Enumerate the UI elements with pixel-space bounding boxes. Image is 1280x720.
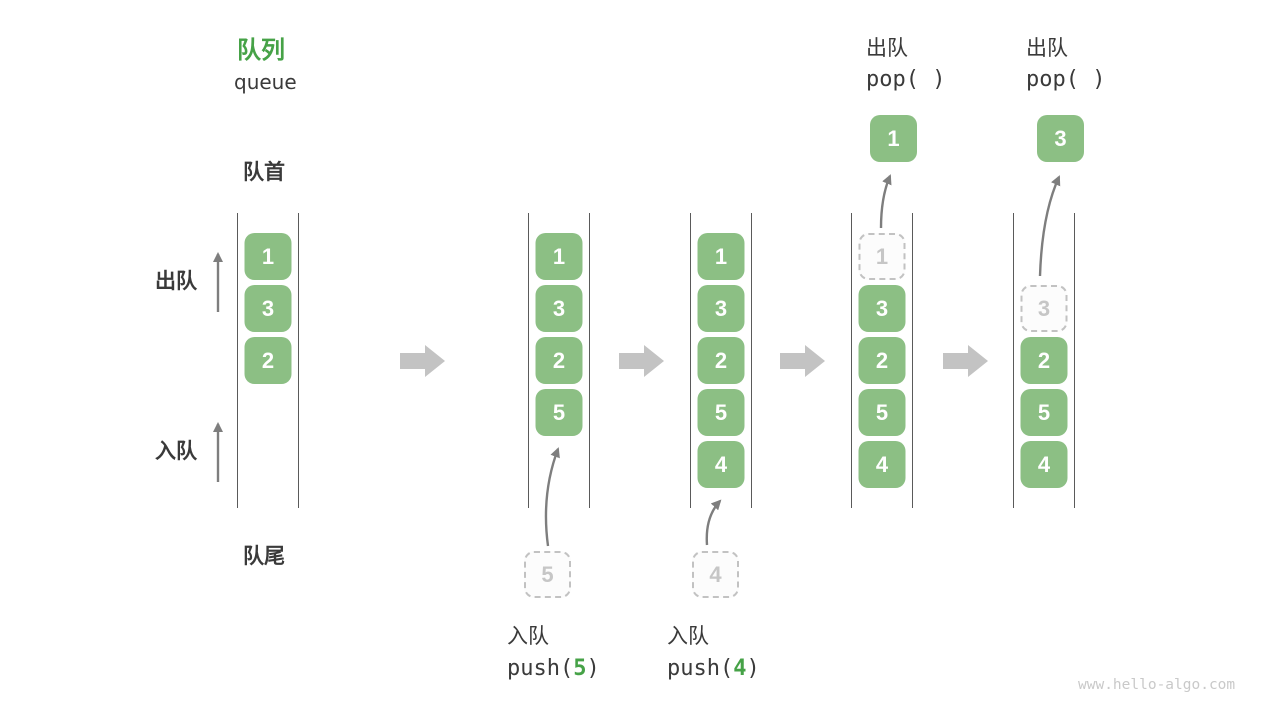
queue-item: 5 (535, 389, 583, 436)
watermark: www.hello-algo.com (1078, 677, 1236, 693)
queue-item: 2 (858, 337, 906, 384)
queue-item: 3 (535, 285, 583, 332)
label-queue-rear: 队尾 (243, 544, 285, 568)
queue-state-2: 1 3 2 5 (528, 213, 590, 508)
label-queue-front: 队首 (243, 160, 285, 184)
queue-item: 2 (244, 337, 292, 384)
queue-state-3: 1 3 2 5 4 (690, 213, 752, 508)
push4-arg: 4 (733, 656, 747, 681)
pop3-code: pop( ) (1026, 67, 1106, 92)
queue-item: 2 (535, 337, 583, 384)
step-arrow-2 (619, 345, 664, 377)
diagram-title-en: queue (234, 70, 297, 94)
queue-item-removed: 1 (858, 233, 906, 280)
queue-item: 1 (535, 233, 583, 280)
staged-value-box: 4 (692, 551, 739, 598)
pop1-code: pop( ) (866, 67, 946, 92)
queue-item: 4 (697, 441, 745, 488)
step-arrow-1 (400, 345, 445, 377)
push4-fn: push( (667, 656, 734, 681)
queue-state-1: 1 3 2 (237, 213, 299, 508)
queue-item: 2 (1020, 337, 1068, 384)
push5-code: push(5) (507, 656, 600, 681)
push4-label: 入队 (667, 624, 709, 648)
queue-item: 5 (858, 389, 906, 436)
push4-code: push(4) (667, 656, 760, 681)
pop1-label: 出队 (866, 36, 908, 60)
queue-item: 2 (697, 337, 745, 384)
queue-item-removed: 3 (1020, 285, 1068, 332)
label-enqueue-side: 入队 (155, 439, 197, 463)
popped-value-box: 1 (870, 115, 917, 162)
popped-value-box: 3 (1037, 115, 1084, 162)
queue-item: 5 (697, 389, 745, 436)
push5-close: ) (586, 656, 600, 681)
step-arrow-4 (943, 345, 988, 377)
push5-label: 入队 (507, 624, 549, 648)
staged-value-box: 5 (524, 551, 571, 598)
push5-fn: push( (507, 656, 574, 681)
queue-state-5: 3 2 5 4 (1013, 213, 1075, 508)
queue-item: 5 (1020, 389, 1068, 436)
diagram-title-zh: 队列 (237, 36, 285, 64)
push4-close: ) (746, 656, 760, 681)
queue-item: 1 (697, 233, 745, 280)
label-dequeue-side: 出队 (155, 269, 197, 293)
step-arrow-3 (780, 345, 825, 377)
queue-item: 3 (697, 285, 745, 332)
queue-item: 1 (244, 233, 292, 280)
queue-item: 3 (244, 285, 292, 332)
queue-state-4: 1 3 2 5 4 (851, 213, 913, 508)
pop3-label: 出队 (1026, 36, 1068, 60)
queue-item: 4 (1020, 441, 1068, 488)
push5-arg: 5 (573, 656, 587, 681)
queue-item: 4 (858, 441, 906, 488)
queue-item: 3 (858, 285, 906, 332)
